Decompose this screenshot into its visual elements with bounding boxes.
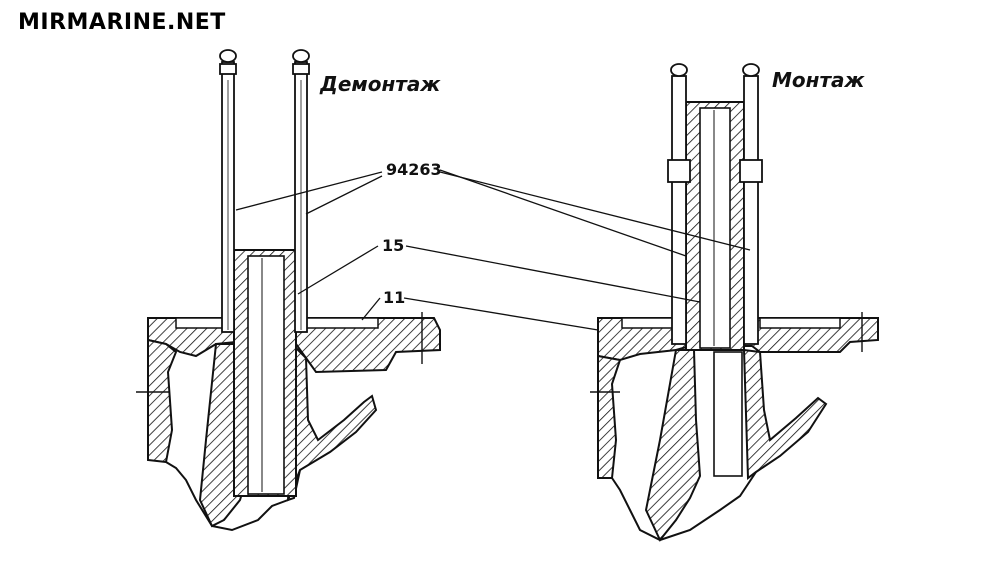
sleeve-right bbox=[685, 101, 745, 351]
housing-left-bottom bbox=[165, 461, 301, 532]
flange-slot-left-a bbox=[175, 317, 227, 329]
montage-label: Монтаж bbox=[772, 68, 865, 92]
site-watermark: MIRMARINE.NET bbox=[18, 10, 226, 35]
flange-slot-left-b bbox=[305, 317, 379, 329]
flange-slot-right-b bbox=[759, 317, 841, 329]
leader-lines bbox=[235, 169, 751, 331]
callout-sleeve: 15 bbox=[382, 236, 405, 255]
flange-slot-right-a bbox=[621, 317, 675, 329]
bore-right bbox=[713, 351, 743, 477]
housing-right-bottom bbox=[611, 471, 757, 542]
sleeve-left bbox=[233, 249, 297, 497]
demontage-label: Демонтаж bbox=[320, 72, 441, 96]
callout-tool: 94263 bbox=[386, 160, 442, 179]
tool-rods-right bbox=[667, 63, 763, 345]
callout-housing: 11 bbox=[383, 288, 406, 307]
